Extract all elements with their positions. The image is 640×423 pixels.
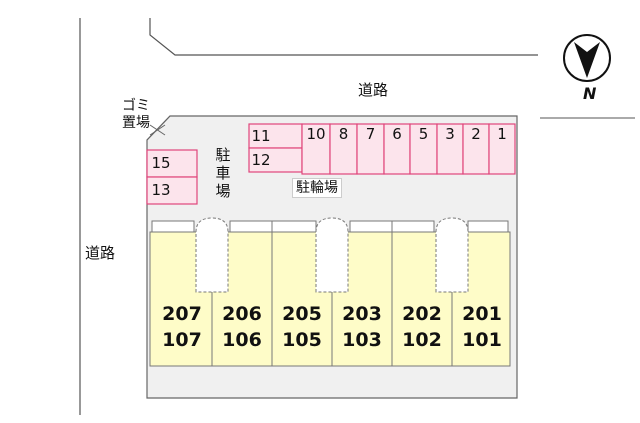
bike-slot-12 — [248, 147, 303, 173]
unit-lower: 101 — [462, 329, 502, 351]
north-label: N — [583, 84, 597, 103]
car-slot-label: 15 — [151, 154, 171, 172]
bike-slot-label: 2 — [471, 125, 481, 143]
entrance-passage — [195, 217, 229, 293]
unit-lower: 106 — [222, 329, 262, 351]
entrance-passage — [315, 217, 349, 293]
bicycle-parking-label: 駐輪場 — [292, 178, 342, 198]
parking-label: 駐車場 — [215, 146, 231, 200]
entrance-passage — [435, 217, 469, 293]
balcony — [467, 220, 509, 233]
unit-lower: 102 — [402, 329, 442, 351]
bike-slot-label: 12 — [251, 151, 271, 169]
unit-label: 203 103 — [332, 301, 392, 353]
unit-label: 205 105 — [272, 301, 332, 353]
bike-slot-label: 8 — [338, 125, 349, 143]
bike-slot-1 — [488, 123, 516, 175]
unit-label: 201 101 — [452, 301, 512, 353]
unit-upper: 201 — [462, 303, 502, 325]
bike-slot-8 — [329, 123, 358, 175]
bike-slot-label: 10 — [306, 125, 326, 143]
unit-lower: 105 — [282, 329, 322, 351]
unit-lower: 107 — [162, 329, 202, 351]
unit-upper: 202 — [402, 303, 442, 325]
unit-upper: 207 — [162, 303, 202, 325]
bike-slot-label: 1 — [497, 125, 507, 143]
unit-upper: 203 — [342, 303, 382, 325]
bike-slot-5 — [409, 123, 438, 175]
balcony — [229, 220, 273, 233]
bike-slot-label: 3 — [445, 125, 455, 143]
car-slot-label: 13 — [151, 181, 171, 199]
balcony — [391, 220, 435, 233]
top-road-edge — [149, 18, 538, 56]
bike-slot-3 — [436, 123, 464, 175]
bike-slot-label: 5 — [418, 125, 429, 143]
garbage-area-label: ゴミ置場 — [122, 98, 150, 131]
car-slot-15 — [146, 149, 198, 178]
unit-upper: 206 — [222, 303, 262, 325]
balcony — [271, 220, 317, 233]
balcony — [151, 220, 195, 233]
unit-lower: 103 — [342, 329, 382, 351]
bike-slot-10 — [301, 123, 331, 175]
unit-label: 202 102 — [392, 301, 452, 353]
bike-slot-label: 11 — [251, 127, 271, 145]
unit-upper: 205 — [282, 303, 322, 325]
road-label-top: 道路 — [358, 81, 389, 99]
unit-label: 207 107 — [152, 301, 212, 353]
bike-slot-6 — [383, 123, 411, 175]
unit-label: 206 106 — [212, 301, 272, 353]
bike-slot-label: 6 — [392, 125, 402, 143]
compass-icon — [563, 34, 611, 82]
balcony — [349, 220, 393, 233]
bike-slot-7 — [356, 123, 385, 175]
road-label-left: 道路 — [85, 244, 116, 262]
bike-slot-label: 7 — [365, 125, 376, 143]
car-slot-13 — [146, 176, 198, 205]
garbage-area-edge — [146, 115, 171, 141]
